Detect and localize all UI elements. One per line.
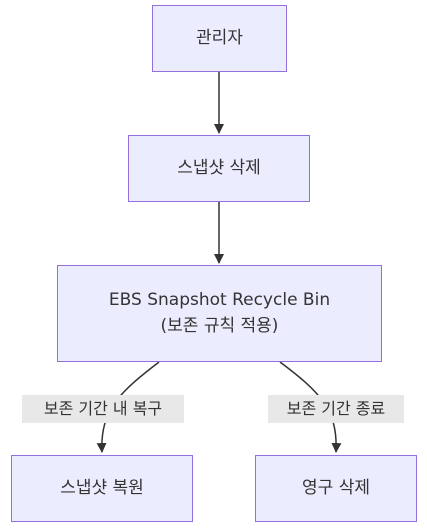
- node-delete-snapshot-label: 스냅샷 삭제: [177, 157, 261, 178]
- node-recycle-bin-title: EBS Snapshot Recycle Bin: [108, 290, 331, 310]
- node-recycle-bin: EBS Snapshot Recycle Bin (보존 규칙 적용): [57, 265, 382, 362]
- node-permanent-delete-label: 영구 삭제: [302, 477, 370, 498]
- edge-label-expire: 보존 기간 종료: [268, 395, 404, 423]
- node-restore-snapshot: 스냅샷 복원: [11, 455, 193, 522]
- node-restore-snapshot-label: 스냅샷 복원: [60, 477, 144, 498]
- node-permanent-delete: 영구 삭제: [255, 455, 417, 522]
- node-recycle-bin-subtitle: (보존 규칙 적용): [160, 315, 279, 336]
- edge-label-restore: 보존 기간 내 복구: [22, 395, 184, 423]
- node-admin-label: 관리자: [196, 27, 243, 48]
- node-admin: 관리자: [152, 5, 287, 72]
- node-delete-snapshot: 스냅샷 삭제: [128, 135, 310, 202]
